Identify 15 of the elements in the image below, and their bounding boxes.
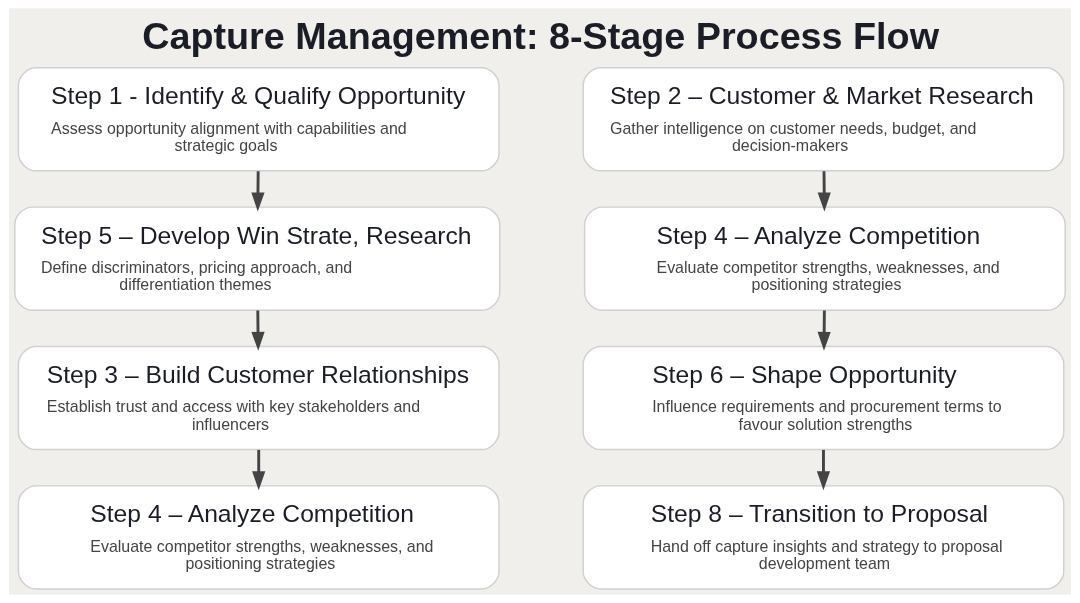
node-box: Step 3 – Build Customer Relationships Establish trust and access with key stakeholders and influencers — [17, 345, 500, 451]
arrow — [816, 449, 831, 491]
node-box: Step 2 – Customer & Market Research Gather intelligence on customer needs, budget, and decision-makers — [582, 67, 1065, 172]
arrow — [817, 171, 831, 212]
node-box: Step 4 – Analyze Competition Evaluate competitor strengths, weaknesses, and positioning strategies — [583, 206, 1066, 311]
diagram-title: Capture Management: 8-Stage Process Flow — [142, 14, 940, 57]
arrow — [252, 449, 266, 491]
node-box: Step 8 – Transition to Proposal Hand off capture insights and strategy to proposal development team — [582, 485, 1065, 590]
node-box: Step 5 – Develop Win Strate, Research Define discriminators, pricing approach, and differentiation themes — [14, 206, 501, 311]
node-box: Step 4 – Analyze Competition Evaluate competitor strengths, weaknesses, and positioning strategies — [17, 485, 500, 590]
node-box: Step 6 – Shape Opportunity Influence requirements and procurement terms to favour solution strengths — [582, 345, 1065, 451]
arrow — [251, 171, 265, 212]
node-box: Step 1 - Identify & Qualify Opportunity Assess opportunity alignment with capabilities and strategic goals — [17, 67, 500, 172]
arrow — [817, 310, 831, 351]
arrow — [251, 310, 265, 351]
